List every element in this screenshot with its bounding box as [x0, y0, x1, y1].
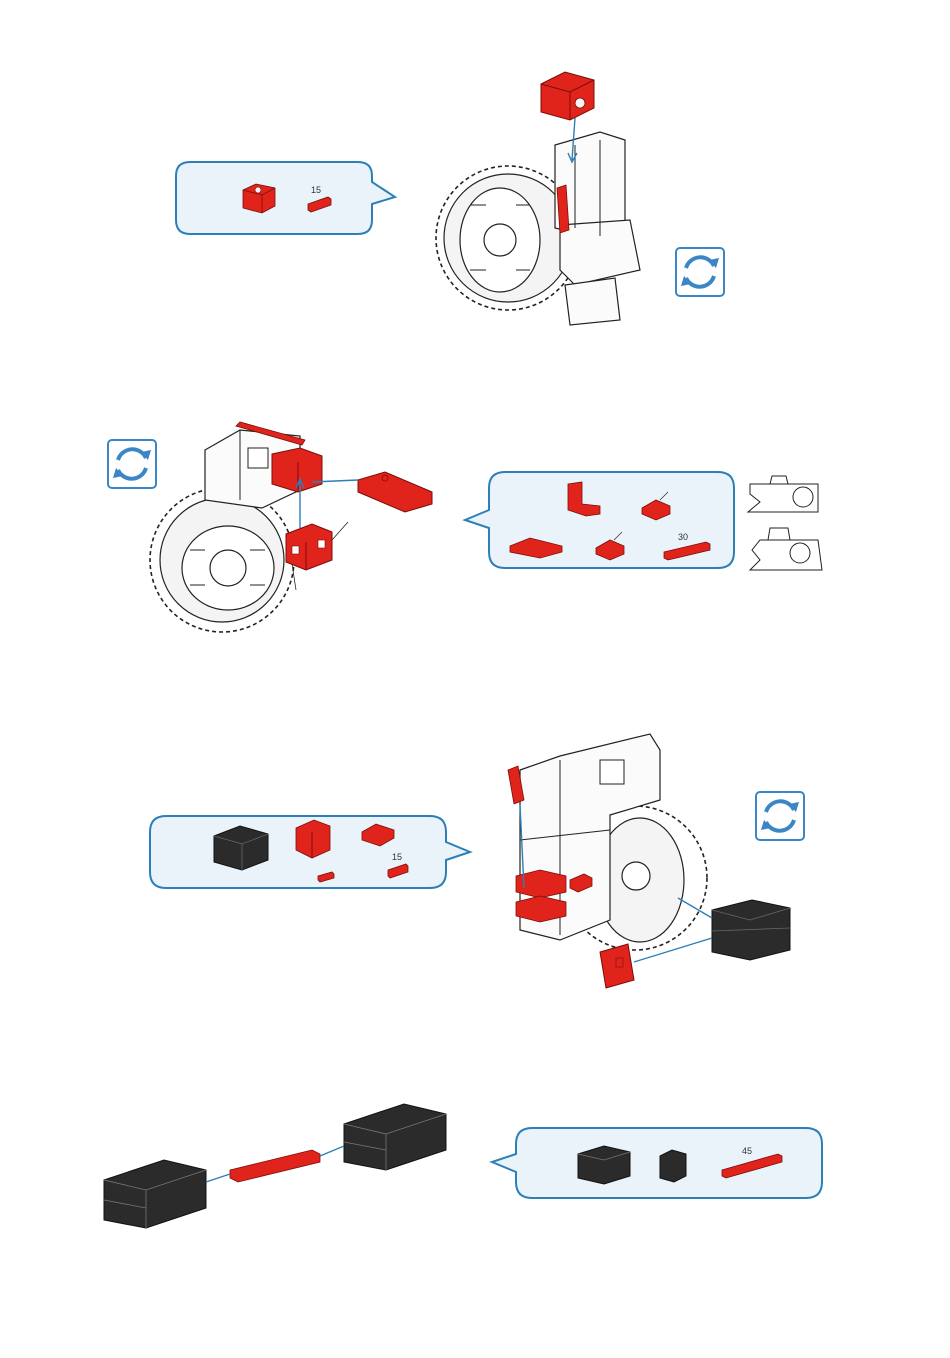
parts-bubble: 15	[176, 162, 395, 234]
orientation-hint-b-icon	[750, 528, 822, 570]
rotate-model-icon	[756, 792, 804, 840]
rotate-model-icon	[108, 440, 156, 488]
red-building-block-15-icon	[541, 72, 594, 120]
black-building-block-30-icon	[214, 826, 268, 870]
black-building-block-30-icon	[712, 900, 790, 960]
model-step-2	[150, 422, 432, 632]
rotate-model-icon	[676, 248, 724, 296]
parts-bubble: 15	[150, 816, 470, 888]
step-2-canvas: 30	[0, 400, 950, 660]
red-strip-45-icon	[230, 1150, 320, 1182]
red-flat-plate-icon	[600, 944, 634, 988]
black-building-block-15-icon	[660, 1150, 686, 1182]
part-label: 45	[742, 1146, 752, 1156]
step-4: 45	[0, 1080, 950, 1260]
orientation-hint-a-icon	[748, 476, 818, 512]
part-label: 15	[392, 852, 402, 862]
black-building-block-30-icon	[104, 1160, 206, 1228]
step-4-canvas: 45	[0, 1080, 950, 1260]
parts-bubble: 45	[492, 1128, 822, 1198]
step-1: 15	[0, 0, 950, 340]
model-step-4	[104, 1104, 446, 1228]
step-3-canvas: 15	[0, 720, 950, 1020]
black-building-block-30-icon	[344, 1104, 446, 1170]
step-3: 15	[0, 720, 950, 1020]
step-2: 30	[0, 400, 950, 660]
part-label: 30	[678, 532, 688, 542]
black-building-block-30-icon	[578, 1146, 630, 1184]
gear-icon	[150, 488, 294, 632]
step-1-canvas: 15	[0, 0, 950, 340]
model-step-1	[436, 72, 640, 325]
parts-bubble: 30	[465, 472, 734, 568]
red-building-block-15-icon	[243, 184, 275, 213]
red-flat-plate-icon	[358, 472, 432, 512]
part-label: 15	[311, 185, 321, 195]
red-cross-block-icon	[296, 820, 330, 858]
model-step-3	[508, 734, 790, 988]
red-cross-block-icon	[286, 524, 332, 570]
